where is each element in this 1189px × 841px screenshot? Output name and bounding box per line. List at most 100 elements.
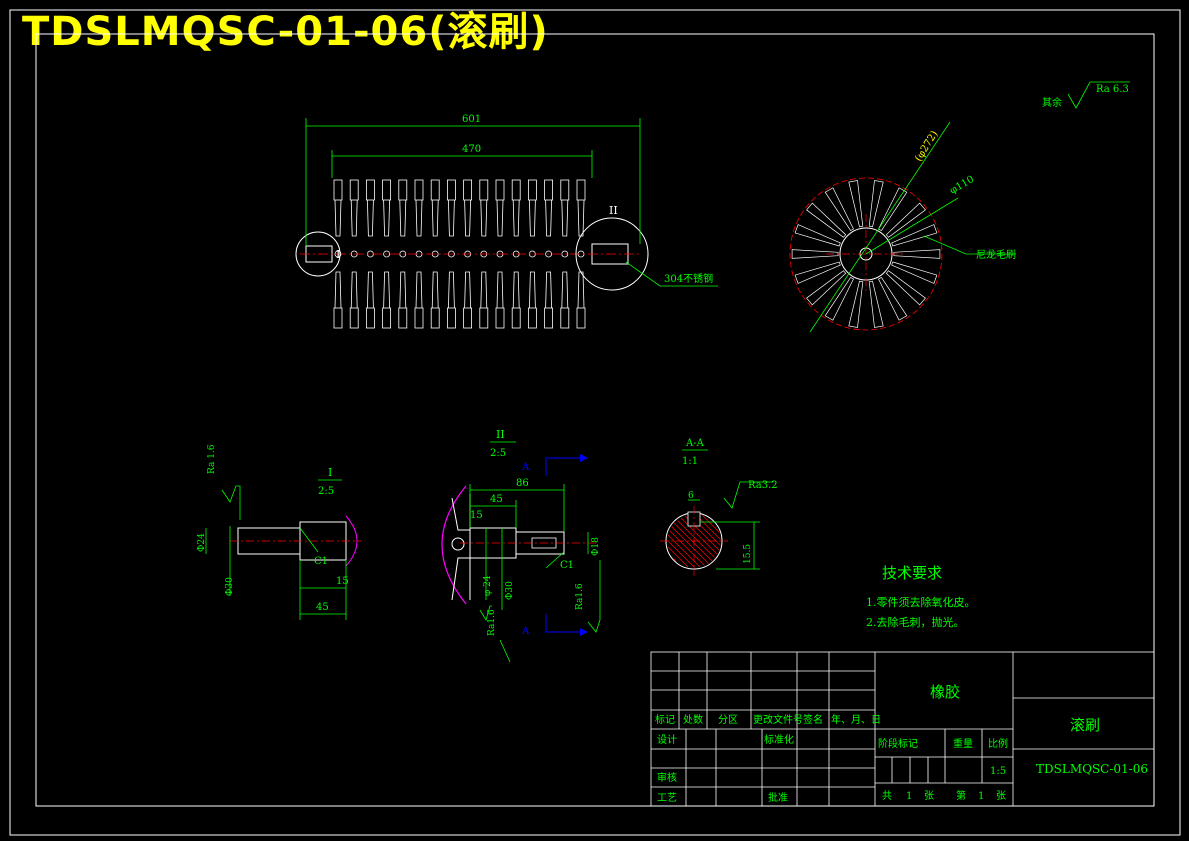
tb-mark: 标记 bbox=[655, 714, 675, 726]
detail-ii-dia1: φ 24 bbox=[483, 575, 493, 596]
bristle-bottom-tip bbox=[333, 307, 343, 329]
bristle-top-stem bbox=[464, 199, 471, 237]
view-ii-scale: 2:5 bbox=[490, 448, 506, 459]
leader-bristle bbox=[923, 235, 1016, 255]
bristle-bottom-stem bbox=[399, 271, 407, 309]
section-arrow-bottom bbox=[545, 614, 580, 633]
roughness-1 bbox=[221, 485, 241, 520]
tb-sheet: 第 bbox=[956, 789, 966, 802]
hatch-line bbox=[673, 558, 677, 562]
side-spoke bbox=[878, 187, 908, 232]
roughness-rest-label: 其余 bbox=[1042, 96, 1062, 109]
detail-i-view: I 2:5 Ra 1.6 Φ24 Φ30 C1 15 45 bbox=[197, 444, 362, 620]
tb-count: 处数 bbox=[683, 713, 703, 726]
dia-leader-1 bbox=[809, 121, 951, 333]
detail-ii-hatch-arc bbox=[441, 485, 467, 605]
title-block bbox=[650, 651, 1155, 807]
bristle-hole bbox=[383, 250, 391, 258]
section-arrow-top-head bbox=[580, 454, 588, 462]
roughness-4-value: Ra1.6 bbox=[575, 583, 585, 610]
section-depth: 15.5 bbox=[743, 544, 753, 564]
bristle-bottom-tip bbox=[398, 307, 408, 329]
bristle-bottom-tip bbox=[349, 307, 359, 329]
detail-i-chamfer: C1 bbox=[314, 556, 328, 567]
detail-i-arc bbox=[345, 515, 358, 567]
dia-leader-2 bbox=[865, 197, 959, 255]
tb-sign: 签名 bbox=[803, 713, 823, 726]
brush-side-view: (φ272) φ110 尼龙毛刷 bbox=[789, 121, 1016, 333]
bristle-bottom-tip bbox=[511, 307, 521, 329]
detail-ii-leader-c1 bbox=[545, 551, 565, 569]
roughness-rest: 其余 Ra 6.3 bbox=[1042, 81, 1130, 109]
bristle-bottom-tip bbox=[430, 307, 440, 329]
tb-stage-mark: 阶段标记 bbox=[878, 737, 918, 750]
section-title: A-A bbox=[685, 438, 705, 449]
side-spoke bbox=[794, 224, 841, 247]
bristle-top-stem bbox=[577, 199, 585, 237]
bristle-top-tip bbox=[382, 179, 392, 201]
bristle-bottom-tip bbox=[495, 307, 505, 329]
side-spoke bbox=[791, 249, 839, 259]
detail-ii-circle bbox=[575, 217, 649, 291]
bristle-top-stem bbox=[529, 199, 536, 237]
bristle-top-stem bbox=[399, 199, 407, 237]
tech-requirements: 技术要求 1.零件须去除氧化皮。 2.去除毛刺，抛光。 bbox=[866, 564, 976, 629]
bristle-top-tip bbox=[349, 179, 359, 201]
roughness-3-value: Ra1.6 bbox=[487, 609, 497, 636]
tb-weight: 重量 bbox=[953, 737, 973, 750]
tb-review: 审核 bbox=[657, 771, 677, 784]
hatch-line bbox=[671, 526, 709, 564]
bristle-top-stem bbox=[561, 199, 569, 237]
hatch-line bbox=[669, 530, 705, 566]
detail-ii-len2: 45 bbox=[490, 494, 503, 505]
section-keyway-dim: 6 bbox=[688, 491, 694, 501]
title-block-text: 标记 处数 分区 更改文件号 签名 年、月、日 设计 标准化 审核 工艺 批准 … bbox=[655, 683, 1148, 804]
bristle-top-tip bbox=[365, 179, 375, 201]
bristle-top-tip bbox=[333, 179, 343, 201]
roughness-3 bbox=[479, 605, 492, 621]
side-spoke bbox=[893, 249, 941, 259]
detail-ii-callout: II bbox=[609, 204, 618, 217]
bristle-top-stem bbox=[431, 199, 439, 237]
bristle-bottom-stem bbox=[577, 271, 585, 309]
tb-change-doc: 更改文件号 bbox=[753, 713, 803, 726]
bristle-bottom-stem bbox=[529, 271, 536, 309]
bristle-bottom-stem bbox=[367, 271, 374, 309]
roughness-extra-leader bbox=[499, 639, 511, 663]
bristle-bottom-stem bbox=[545, 271, 552, 309]
detail-ii-len3: 15 bbox=[470, 510, 483, 521]
side-spoke bbox=[891, 224, 938, 247]
bristle-top-tip bbox=[430, 179, 440, 201]
bristle-top-tip bbox=[495, 179, 505, 201]
outer-dashed-circle bbox=[789, 177, 943, 331]
side-spoke bbox=[806, 202, 847, 238]
hatch-line bbox=[667, 540, 695, 568]
side-spokes bbox=[791, 180, 941, 328]
side-spoke bbox=[848, 180, 864, 228]
side-spoke bbox=[891, 261, 938, 284]
leader-304 bbox=[625, 261, 718, 287]
bristle-top-stem bbox=[448, 199, 455, 237]
bristle-bottom-tip bbox=[382, 307, 392, 329]
detail-i-circle bbox=[295, 231, 341, 277]
view-ii-title: II bbox=[496, 428, 505, 441]
detail-ii-dia2: Φ30 bbox=[505, 581, 515, 600]
tb-material: 橡胶 bbox=[930, 683, 960, 701]
detail-ii-bristle-top bbox=[451, 494, 471, 531]
view-i-title: I bbox=[328, 466, 332, 479]
detail-i-callout: I bbox=[336, 248, 340, 261]
bristle-bottom-stem bbox=[350, 271, 358, 309]
drawing-title: TDSLMQSC-01-06(滚刷) bbox=[22, 9, 549, 55]
dim-phi272: (φ272) bbox=[913, 129, 940, 164]
side-spoke bbox=[868, 180, 884, 228]
side-spoke bbox=[885, 202, 926, 238]
section-a-top: A bbox=[521, 462, 530, 473]
detail-ii-view: II 2:5 86 45 15 φ 24 Φ30 Φ18 C1 Ra1.6 Ra… bbox=[441, 428, 601, 663]
bristle-top-stem bbox=[496, 199, 504, 237]
bristle-top-tip bbox=[544, 179, 553, 201]
detail-ii-dia3: Φ18 bbox=[591, 537, 601, 556]
detail-i-len2: 45 bbox=[316, 602, 329, 613]
bristle-top-stem bbox=[545, 199, 552, 237]
bristle-top-stem bbox=[367, 199, 374, 237]
